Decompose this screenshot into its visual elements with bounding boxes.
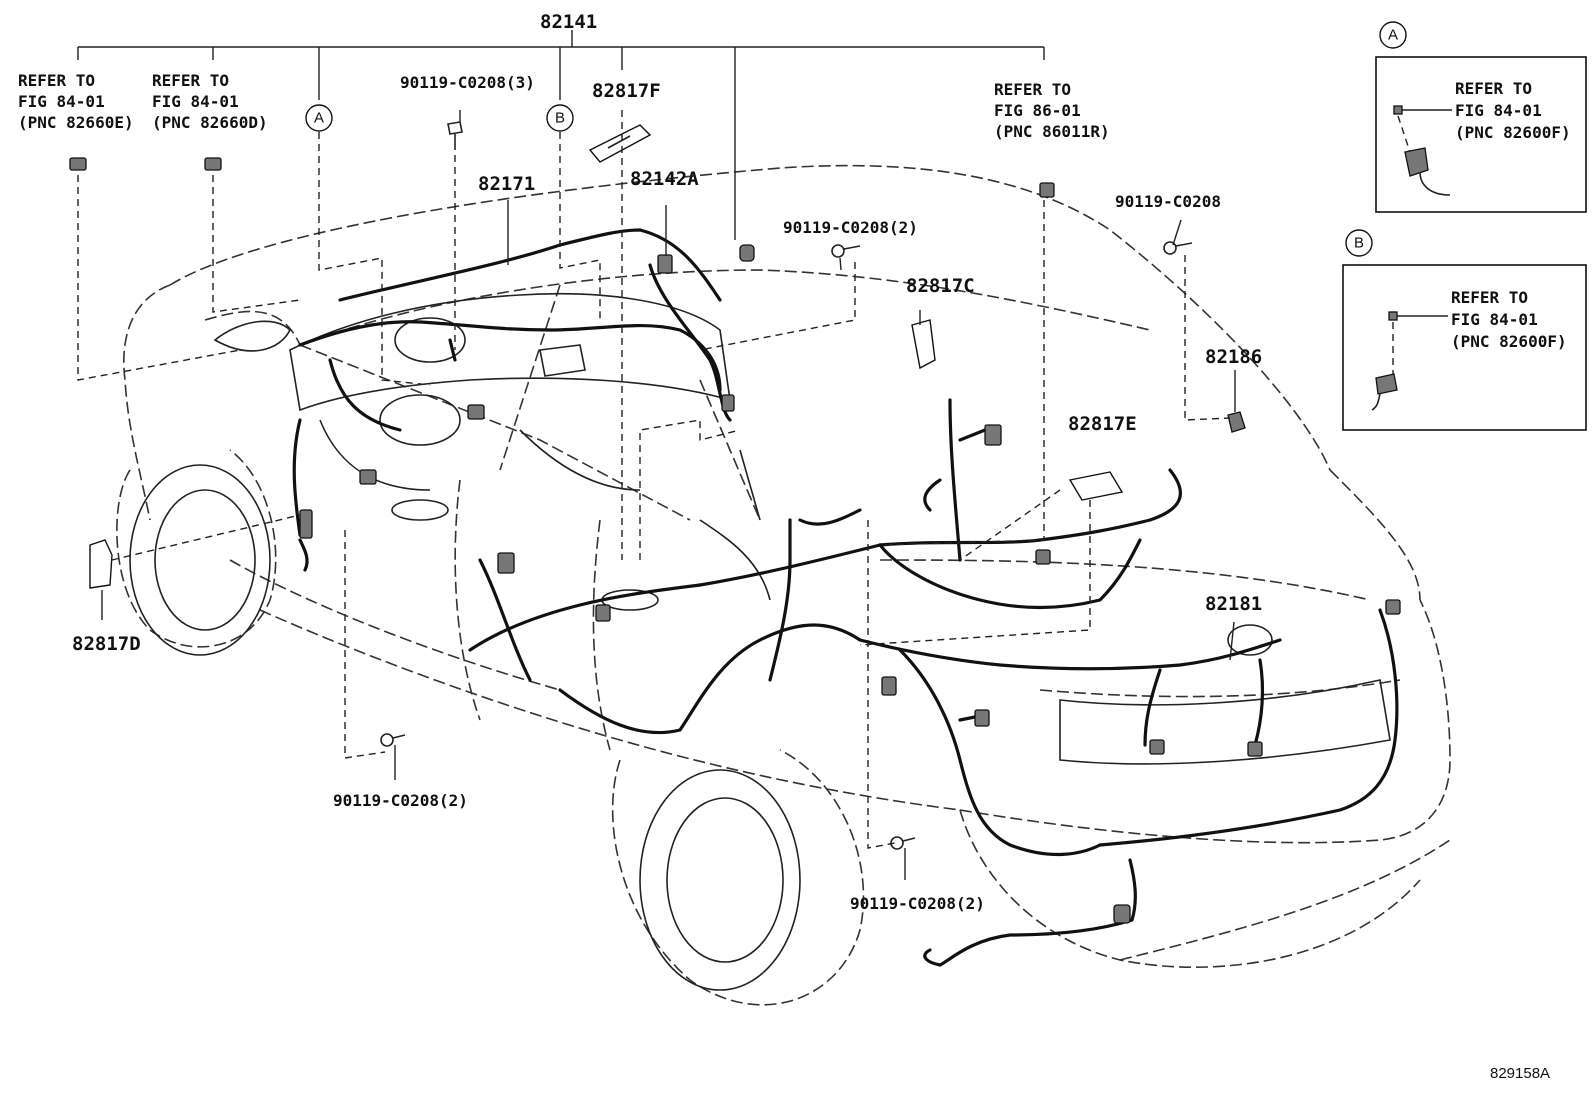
refer-to-2-line2: FIG 84-01 bbox=[152, 92, 239, 111]
label-bolt-low-left-2: 90119-C0208(2) bbox=[333, 791, 468, 810]
sensor-82186 bbox=[1227, 411, 1246, 433]
connectors bbox=[299, 244, 1401, 924]
inset-a: A REFER TO FIG 84-01 (PNC 82600F) bbox=[1375, 21, 1587, 213]
label-bolt-mid-2: 90119-C0208(2) bbox=[783, 218, 918, 237]
label-82142A: 82142A bbox=[630, 168, 699, 190]
bolts bbox=[380, 121, 1193, 850]
brackets bbox=[69, 124, 1246, 589]
label-82817F: 82817F bbox=[592, 80, 661, 102]
wire-harnesses bbox=[292, 228, 1399, 967]
bracket-82817C bbox=[911, 319, 936, 370]
inset-b: B REFER TO FIG 84-01 (PNC 82600F) bbox=[1342, 229, 1587, 431]
inset-a-letter: A bbox=[1388, 27, 1398, 44]
refer-to-3-line2: FIG 86-01 bbox=[994, 101, 1081, 120]
label-82817E: 82817E bbox=[1068, 413, 1137, 435]
bolt-right bbox=[1163, 241, 1193, 255]
label-bolt-low-right-2: 90119-C0208(2) bbox=[850, 894, 985, 913]
figure-id: 829158A bbox=[1490, 1065, 1550, 1082]
refer-to-1-line1: REFER TO bbox=[18, 71, 95, 90]
label-82186: 82186 bbox=[1205, 346, 1262, 368]
instrument-panel bbox=[289, 293, 771, 601]
label-82817C: 82817C bbox=[906, 275, 975, 297]
inset-b-line3: (PNC 82600F) bbox=[1451, 332, 1567, 351]
bolt-mid-2 bbox=[831, 244, 861, 258]
refer-to-1: REFER TO FIG 84-01 (PNC 82660E) bbox=[18, 71, 134, 132]
inset-b-letter: B bbox=[1354, 235, 1364, 252]
inset-a-line1: REFER TO bbox=[1455, 79, 1532, 98]
refer-to-1-line2: FIG 84-01 bbox=[18, 92, 105, 111]
refer-to-2-line3: (PNC 82660D) bbox=[152, 113, 268, 132]
callout-a: A bbox=[305, 104, 333, 132]
refer-to-3: REFER TO FIG 86-01 (PNC 86011R) bbox=[994, 80, 1110, 141]
label-82171: 82171 bbox=[478, 173, 535, 195]
bracket-82817D bbox=[89, 539, 113, 589]
inset-b-line2: FIG 84-01 bbox=[1451, 310, 1538, 329]
label-bolt-top-3: 90119-C0208(3) bbox=[400, 73, 535, 92]
label-82817D: 82817D bbox=[72, 633, 141, 655]
label-bolt-right: 90119-C0208 bbox=[1115, 192, 1221, 211]
refer-to-3-line1: REFER TO bbox=[994, 80, 1071, 99]
protector-82817F bbox=[588, 124, 652, 163]
refer-to-2: REFER TO FIG 84-01 (PNC 82660D) bbox=[152, 71, 268, 132]
refer-to-3-line3: (PNC 86011R) bbox=[994, 122, 1110, 141]
bolt-top-3 bbox=[447, 121, 463, 150]
bolt-low-left-2 bbox=[380, 733, 406, 747]
label-82181: 82181 bbox=[1205, 593, 1262, 615]
label-82141: 82141 bbox=[540, 11, 597, 33]
car-body-outline bbox=[116, 164, 1451, 1006]
callout-a-letter: A bbox=[314, 110, 324, 127]
refer-to-1-line3: (PNC 82660E) bbox=[18, 113, 134, 132]
refer-to-2-line1: REFER TO bbox=[152, 71, 229, 90]
callout-b-letter: B bbox=[555, 110, 565, 127]
leader-lines bbox=[77, 30, 1236, 880]
inset-a-line2: FIG 84-01 bbox=[1455, 101, 1542, 120]
inset-a-line3: (PNC 82600F) bbox=[1455, 123, 1571, 142]
inset-b-line1: REFER TO bbox=[1451, 288, 1528, 307]
callout-b: B bbox=[546, 104, 574, 132]
pad-82817E bbox=[1068, 471, 1124, 501]
bolt-low-right-2 bbox=[890, 836, 916, 850]
